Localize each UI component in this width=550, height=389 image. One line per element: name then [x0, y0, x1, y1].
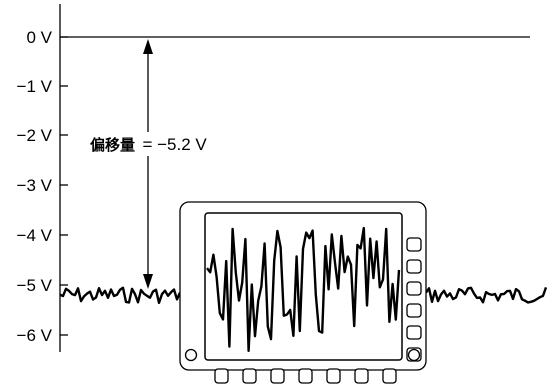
side-button-2 [406, 259, 422, 274]
bottom-button-4 [298, 368, 313, 384]
tick-label-minus-2v: −2 V [17, 126, 53, 145]
offset-arrow-head-down [143, 274, 153, 289]
tick-label-minus-4v: −4 V [17, 226, 53, 245]
bottom-button-6 [354, 368, 369, 384]
bottom-button-2 [242, 368, 257, 384]
oscilloscope [179, 201, 427, 384]
oscilloscope-screen [204, 212, 403, 361]
side-button-1 [406, 237, 422, 252]
tick-label-minus-3v: −3 V [17, 176, 53, 195]
side-button-3 [406, 281, 422, 296]
bottom-button-5 [326, 368, 341, 384]
offset-label: 偏移量 = −5.2 V [90, 135, 207, 154]
left-knob [184, 348, 198, 362]
tick-label-0v: 0 V [26, 28, 52, 47]
offset-arrow [143, 39, 153, 289]
offset-arrow-head-up [143, 39, 153, 54]
tick-label-minus-5v: −5 V [17, 276, 53, 295]
right-knob [407, 348, 421, 362]
offset-label-background [86, 132, 226, 156]
signal-trace-right [425, 286, 548, 304]
side-button-4 [406, 303, 422, 318]
tick-label-minus-6v: −6 V [17, 326, 53, 345]
screen-trace [206, 226, 401, 352]
y-ticks [60, 36, 68, 336]
bottom-button-7 [382, 368, 397, 384]
offset-label-value: = −5.2 V [142, 135, 207, 154]
side-button-5 [406, 325, 422, 340]
tick-label-minus-1v: −1 V [17, 77, 53, 96]
offset-label-text: 偏移量 [90, 136, 135, 154]
bottom-button-1 [214, 368, 229, 384]
bottom-buttons [214, 368, 397, 384]
signal-trace-left [59, 286, 182, 304]
y-tick-labels: 0 V −1 V −2 V −3 V −4 V −5 V −6 V [17, 28, 53, 345]
bottom-button-3 [270, 368, 285, 384]
